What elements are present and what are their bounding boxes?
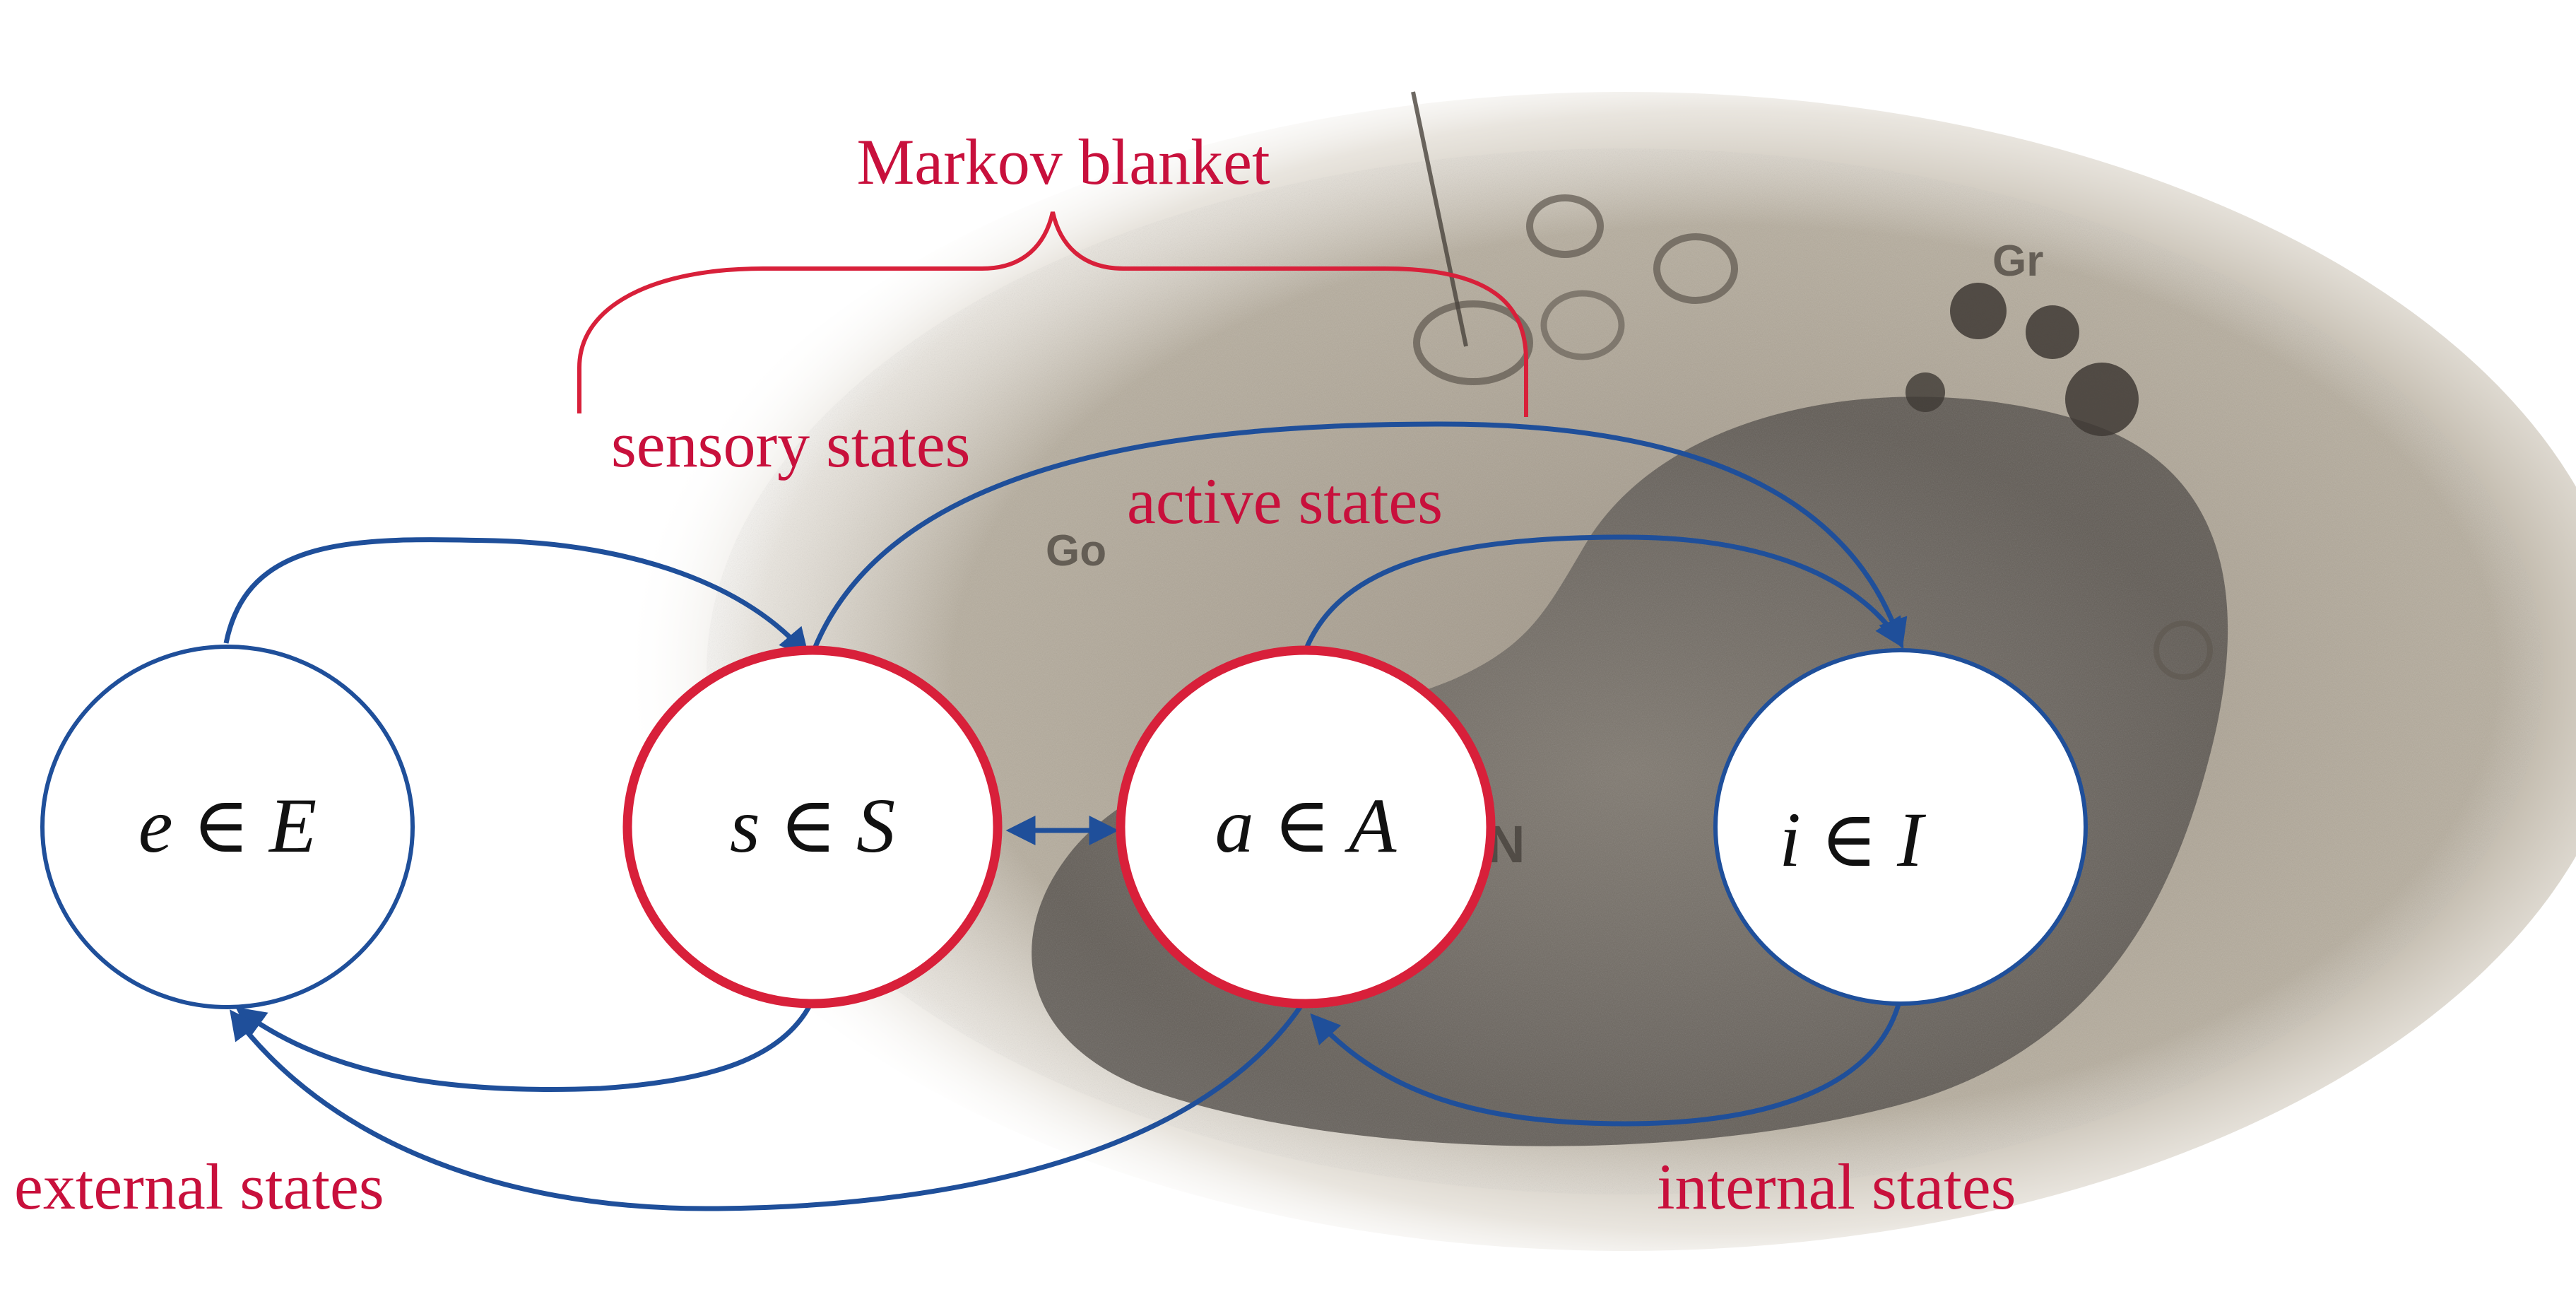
arrows <box>223 421 1908 1211</box>
arrow-sensory-to-internal <box>810 421 1908 655</box>
arrow-active-to-internal <box>1304 534 1904 649</box>
internal-state-circle <box>1713 648 2088 1006</box>
granule <box>1950 283 2007 339</box>
arrow-active-to-external <box>229 995 1309 1211</box>
organelle <box>1653 233 1738 304</box>
node-sensory: s ∈ S <box>622 645 1003 1009</box>
active-state-symbol: a ∈ A <box>1215 782 1397 869</box>
granule <box>2065 363 2139 436</box>
node-active: a ∈ A <box>1116 645 1496 1009</box>
arrow-external-to-sensory <box>223 537 810 659</box>
granule-label: Gr <box>1992 237 2043 286</box>
granule <box>2026 305 2079 359</box>
internal-state-symbol: i ∈ I <box>1779 797 1926 883</box>
organelle <box>1526 194 1604 258</box>
markov-blanket-brace <box>577 211 1528 417</box>
organelle <box>1540 290 1625 360</box>
sensory-state-symbol: s ∈ S <box>730 782 895 869</box>
internal-states-caption: internal states <box>1657 1151 2016 1223</box>
node-external: e ∈ E <box>40 645 415 1009</box>
arrow-internal-to-active <box>1310 996 1903 1127</box>
micropipette <box>1411 91 1468 347</box>
markov-blanket-title: Markov blanket <box>856 126 1270 198</box>
external-state-symbol: e ∈ E <box>138 782 317 869</box>
cell-micrograph-background: Go Gr N <box>622 91 2576 1251</box>
active-states-caption: active states <box>1127 465 1443 537</box>
golgi-label: Go <box>1046 527 1106 575</box>
external-state-circle <box>40 645 415 1009</box>
sensory-states-caption: sensory states <box>611 409 970 481</box>
organelle <box>1413 300 1533 385</box>
active-state-circle <box>1116 645 1496 1009</box>
node-internal: i ∈ I <box>1713 648 2088 1006</box>
arrow-sensory-to-external <box>235 999 815 1092</box>
organelle <box>2153 621 2213 680</box>
sensory-state-circle <box>622 645 1003 1009</box>
granule <box>1906 372 1945 412</box>
external-states-caption: external states <box>14 1151 384 1223</box>
